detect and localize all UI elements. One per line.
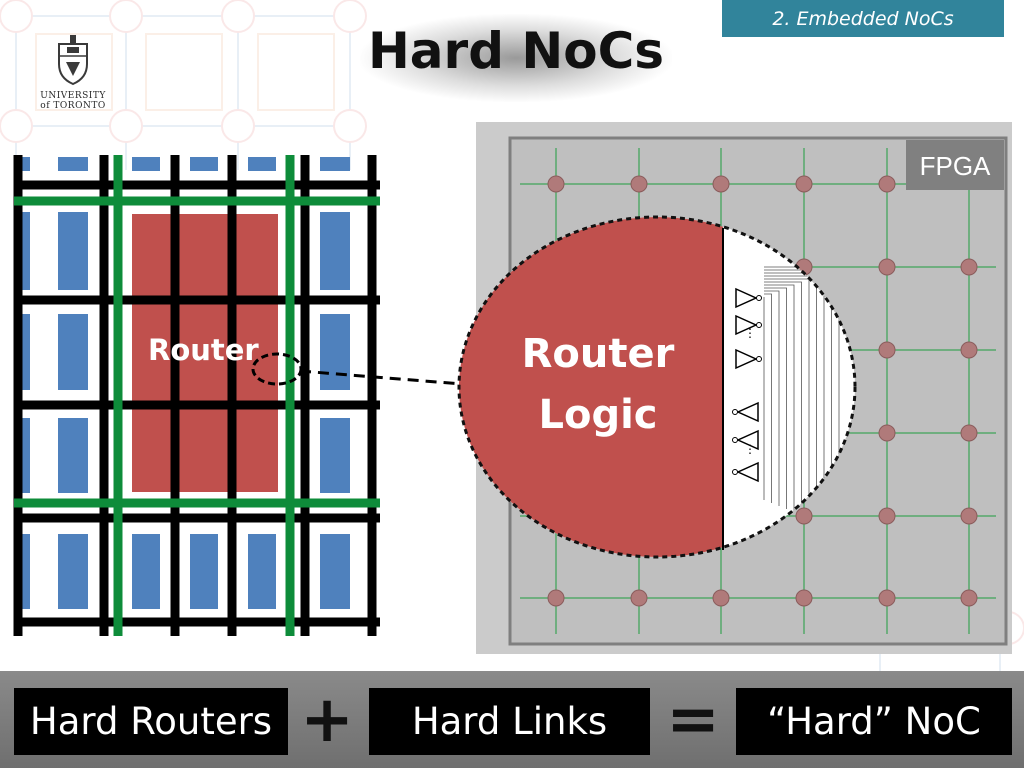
crest-icon [58, 35, 88, 86]
noc-router [795, 175, 813, 193]
wire-line [764, 287, 787, 509]
noc-router [960, 589, 978, 607]
logic-block [320, 418, 350, 493]
wire-line [764, 290, 780, 506]
hard-router-block [132, 214, 278, 492]
noc-router [960, 507, 978, 525]
fpga-label-box [906, 140, 1004, 190]
logic-block [320, 534, 350, 609]
fpga-fabric-diagram: Router [13, 155, 463, 636]
logic-block [320, 212, 350, 290]
buffer-icon [736, 401, 759, 423]
router-logic-line-2: Logic [538, 392, 657, 438]
university-logo: UNIVERSITY of TORONTO [34, 34, 112, 114]
hard-noc-box: “Hard” NoC [736, 688, 1012, 755]
buffer-bubble [732, 469, 738, 475]
buffer-bubble [756, 295, 762, 301]
buffer-bubble [732, 437, 738, 443]
page-title: Hard NoCs [367, 22, 665, 80]
buffer-bubble [756, 322, 762, 328]
logo-line-1: UNIVERSITY [40, 91, 106, 101]
noc-router [712, 175, 730, 193]
logic-block [58, 212, 88, 290]
buffer-bubble [756, 356, 762, 362]
zoom-connector-line [299, 369, 463, 386]
fpga-label: FPGA [920, 151, 991, 181]
noc-router [960, 258, 978, 276]
logic-block [320, 314, 350, 390]
noc-router [878, 258, 896, 276]
logo-line-2: of TORONTO [40, 101, 106, 111]
buffer-icon [735, 348, 758, 370]
hard-links-box: Hard Links [369, 688, 650, 755]
ellipsis-dots: ⋮ [744, 442, 756, 456]
fpga-noc-diagram: FPGA Router Logic ⋮ ⋮ [457, 122, 1012, 654]
section-tag: 2. Embedded NoCs [722, 0, 1004, 37]
buffer-icon [735, 287, 758, 309]
noc-router [795, 507, 813, 525]
title-glow [360, 14, 672, 102]
buffer-icon [735, 314, 758, 336]
noc-router [547, 589, 565, 607]
noc-router [795, 589, 813, 607]
noc-router [630, 589, 648, 607]
noc-router [878, 507, 896, 525]
buffer-icon [736, 461, 759, 483]
hard-routers-box: Hard Routers [14, 688, 288, 755]
router-logic-line-1: Router [522, 331, 675, 377]
logic-block [248, 157, 276, 171]
logic-block [248, 534, 276, 609]
logic-block [58, 418, 88, 493]
wire-line [764, 281, 802, 515]
buffer-bubble [732, 409, 738, 415]
logic-block [132, 157, 160, 171]
noc-router [960, 341, 978, 359]
noc-router [712, 589, 730, 607]
noc-router [630, 175, 648, 193]
noc-router [878, 341, 896, 359]
logic-block [58, 157, 88, 171]
router-label: Router [148, 333, 259, 367]
logic-block [58, 534, 88, 609]
noc-router [878, 424, 896, 442]
noc-router [547, 175, 565, 193]
logic-block [320, 157, 350, 171]
noc-router [878, 589, 896, 607]
equals-sign: = [666, 683, 720, 757]
buffer-icon [736, 429, 759, 451]
zoom-source-ellipse [251, 352, 303, 386]
noc-router [960, 424, 978, 442]
noc-router [878, 175, 896, 193]
logic-block [58, 314, 88, 390]
logic-block [132, 534, 160, 609]
wire-line [764, 293, 772, 503]
plus-sign: + [300, 683, 354, 757]
wire-line [764, 284, 795, 512]
logic-block [190, 534, 218, 609]
ellipsis-dots: ⋮ [744, 326, 756, 340]
logic-block [190, 157, 218, 171]
